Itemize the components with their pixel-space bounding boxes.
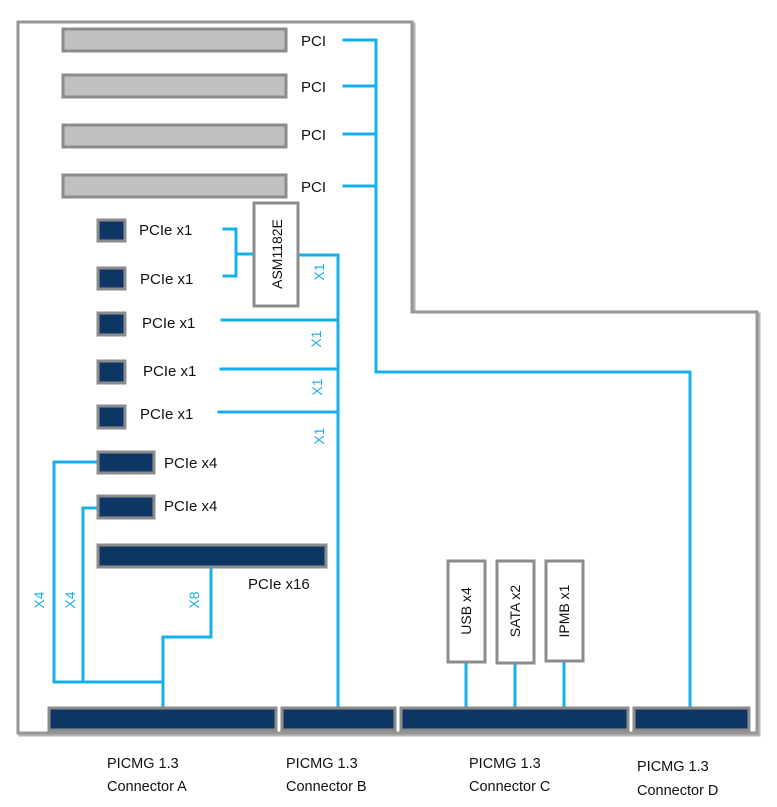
ipmb-block-label: IPMB x1: [556, 584, 572, 637]
connector-a-label-line2: Connector A: [107, 779, 187, 795]
pcie-x4-slot-1-lanes: X4: [31, 591, 47, 608]
pci-slot-1: [61, 27, 288, 53]
pci-slots: PCI PCI PCI PCI: [61, 27, 326, 199]
pcie-x16-slot-group: PCIe x16 X8: [96, 543, 328, 609]
x1-bus-to-connector-b: [297, 253, 340, 709]
pci-slot-2-label: PCI: [301, 79, 326, 96]
connector-c-label-line1: PICMG 1.3: [469, 756, 541, 772]
pci-slot-2: [61, 73, 288, 99]
pcie-x16-slot: [96, 543, 328, 569]
bridge-chip: ASM1182E X1: [252, 201, 327, 308]
pcie-x1-slot-4-label: PCIe x1: [143, 363, 196, 380]
x8-link: [161, 566, 213, 709]
connector-a: [47, 706, 278, 732]
x4-link-2: [81, 506, 100, 684]
pcie-x4-slot-1-label: PCIe x4: [164, 455, 217, 472]
pci-slot-3-label: PCI: [301, 127, 326, 144]
pcie-x4-slots: PCIe x4 PCIe x4 X4 X4: [31, 450, 217, 609]
pcie-x16-slot-label: PCIe x16: [248, 576, 310, 593]
pcie-x1-slot-5-label: PCIe x1: [140, 406, 193, 423]
connector-b: [280, 706, 397, 732]
connector-d: [632, 706, 751, 732]
pcie-x1-slot-4-lanes: X1: [309, 378, 325, 395]
connector-b-label-line2: Connector B: [286, 779, 367, 795]
usb-block-label: USB x4: [458, 587, 474, 635]
connector-b-label-line1: PICMG 1.3: [286, 756, 358, 772]
pci-slot-3: [61, 123, 288, 149]
pcie-x1-slot-1: [96, 218, 127, 243]
pci-slot-1-label: PCI: [301, 33, 326, 50]
pcie-x1-slots: PCIe x1 PCIe x1 PCIe x1 PCIe x1 PCIe x1 …: [96, 218, 327, 445]
pcie-x4-slot-2-lanes: X4: [62, 591, 78, 608]
ipmb-block: [544, 559, 585, 663]
x4-link-1: [52, 460, 165, 684]
pcie-x16-slot-lanes: X8: [186, 591, 202, 608]
bridge-uplink-lanes: X1: [311, 263, 327, 280]
pci-slot-4: [61, 173, 288, 199]
bridge-chip-box: [252, 201, 300, 308]
sata-block-label: SATA x2: [507, 585, 523, 638]
board-outline-shadow: [18, 22, 761, 737]
io-blocks: USB x4 SATA x2 IPMB x1: [446, 559, 585, 665]
pcie-x1-slot-3-label: PCIe x1: [142, 315, 195, 332]
sata-block: [495, 559, 536, 665]
pcie-x1-slot-4: [96, 359, 127, 385]
pcie-x1-slot-2-label: PCIe x1: [140, 271, 193, 288]
pcie-x4-slot-2-label: PCIe x4: [164, 498, 217, 515]
pci-bus-to-connector-d: [374, 38, 692, 709]
pcie-x1-slot-1-label: PCIe x1: [139, 222, 192, 239]
pcie-x1-slot-2: [96, 266, 127, 291]
bus-lines: [52, 38, 692, 709]
connector-d-label-line2: Connector D: [637, 783, 718, 799]
pci-slot-4-label: PCI: [301, 179, 326, 196]
connector-c: [399, 706, 630, 732]
connectors: PICMG 1.3 Connector A PICMG 1.3 Connecto…: [47, 706, 751, 799]
pcie-x4-slot-1: [96, 450, 156, 475]
connector-d-label-line1: PICMG 1.3: [637, 759, 709, 775]
connector-c-label-line2: Connector C: [469, 779, 550, 795]
connector-a-label-line1: PICMG 1.3: [107, 756, 179, 772]
bridge-chip-label: ASM1182E: [269, 219, 285, 289]
pcie-x1-slot-5-lanes: X1: [311, 427, 327, 444]
pcie-x4-slot-2: [96, 494, 156, 520]
usb-block: [446, 559, 487, 664]
pcie-x1-slot-3: [96, 311, 127, 337]
pcie-x1-slot-3-lanes: X1: [308, 330, 324, 347]
pcie-x1-slot-5: [96, 404, 127, 430]
